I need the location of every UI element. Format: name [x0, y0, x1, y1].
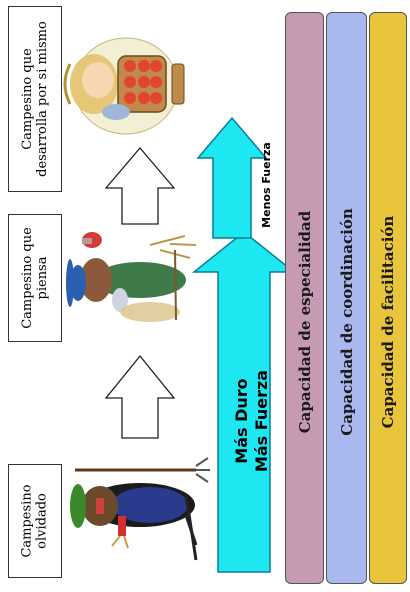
bar-coordination: Capacidad de coordinación [326, 12, 367, 584]
farmer-self-developing-illustration [63, 37, 185, 135]
farmer-thinking-illustration [66, 232, 197, 322]
bar-specialty: Capacidad de especialidad [285, 12, 324, 584]
stage-label-forgotten: Campesino olvidado [8, 464, 62, 578]
big-arrow [191, 231, 297, 573]
farmer-forgotten-illustration [70, 457, 210, 561]
small-arrow-text: Menos Fuerza [260, 142, 273, 228]
small-arrow [196, 116, 268, 239]
bar-facilitation: Capacidad de facilitación [369, 12, 407, 584]
big-arrow-text: Más Duro Más Fuerza [232, 369, 271, 473]
progress-arrow-upper [104, 146, 176, 225]
progress-arrow-lower [104, 354, 176, 439]
stage-label-thinking: Campesino que piensa [8, 214, 62, 342]
stage-label-self-developing: Campesino que desarrolla por si mismo [8, 6, 62, 192]
